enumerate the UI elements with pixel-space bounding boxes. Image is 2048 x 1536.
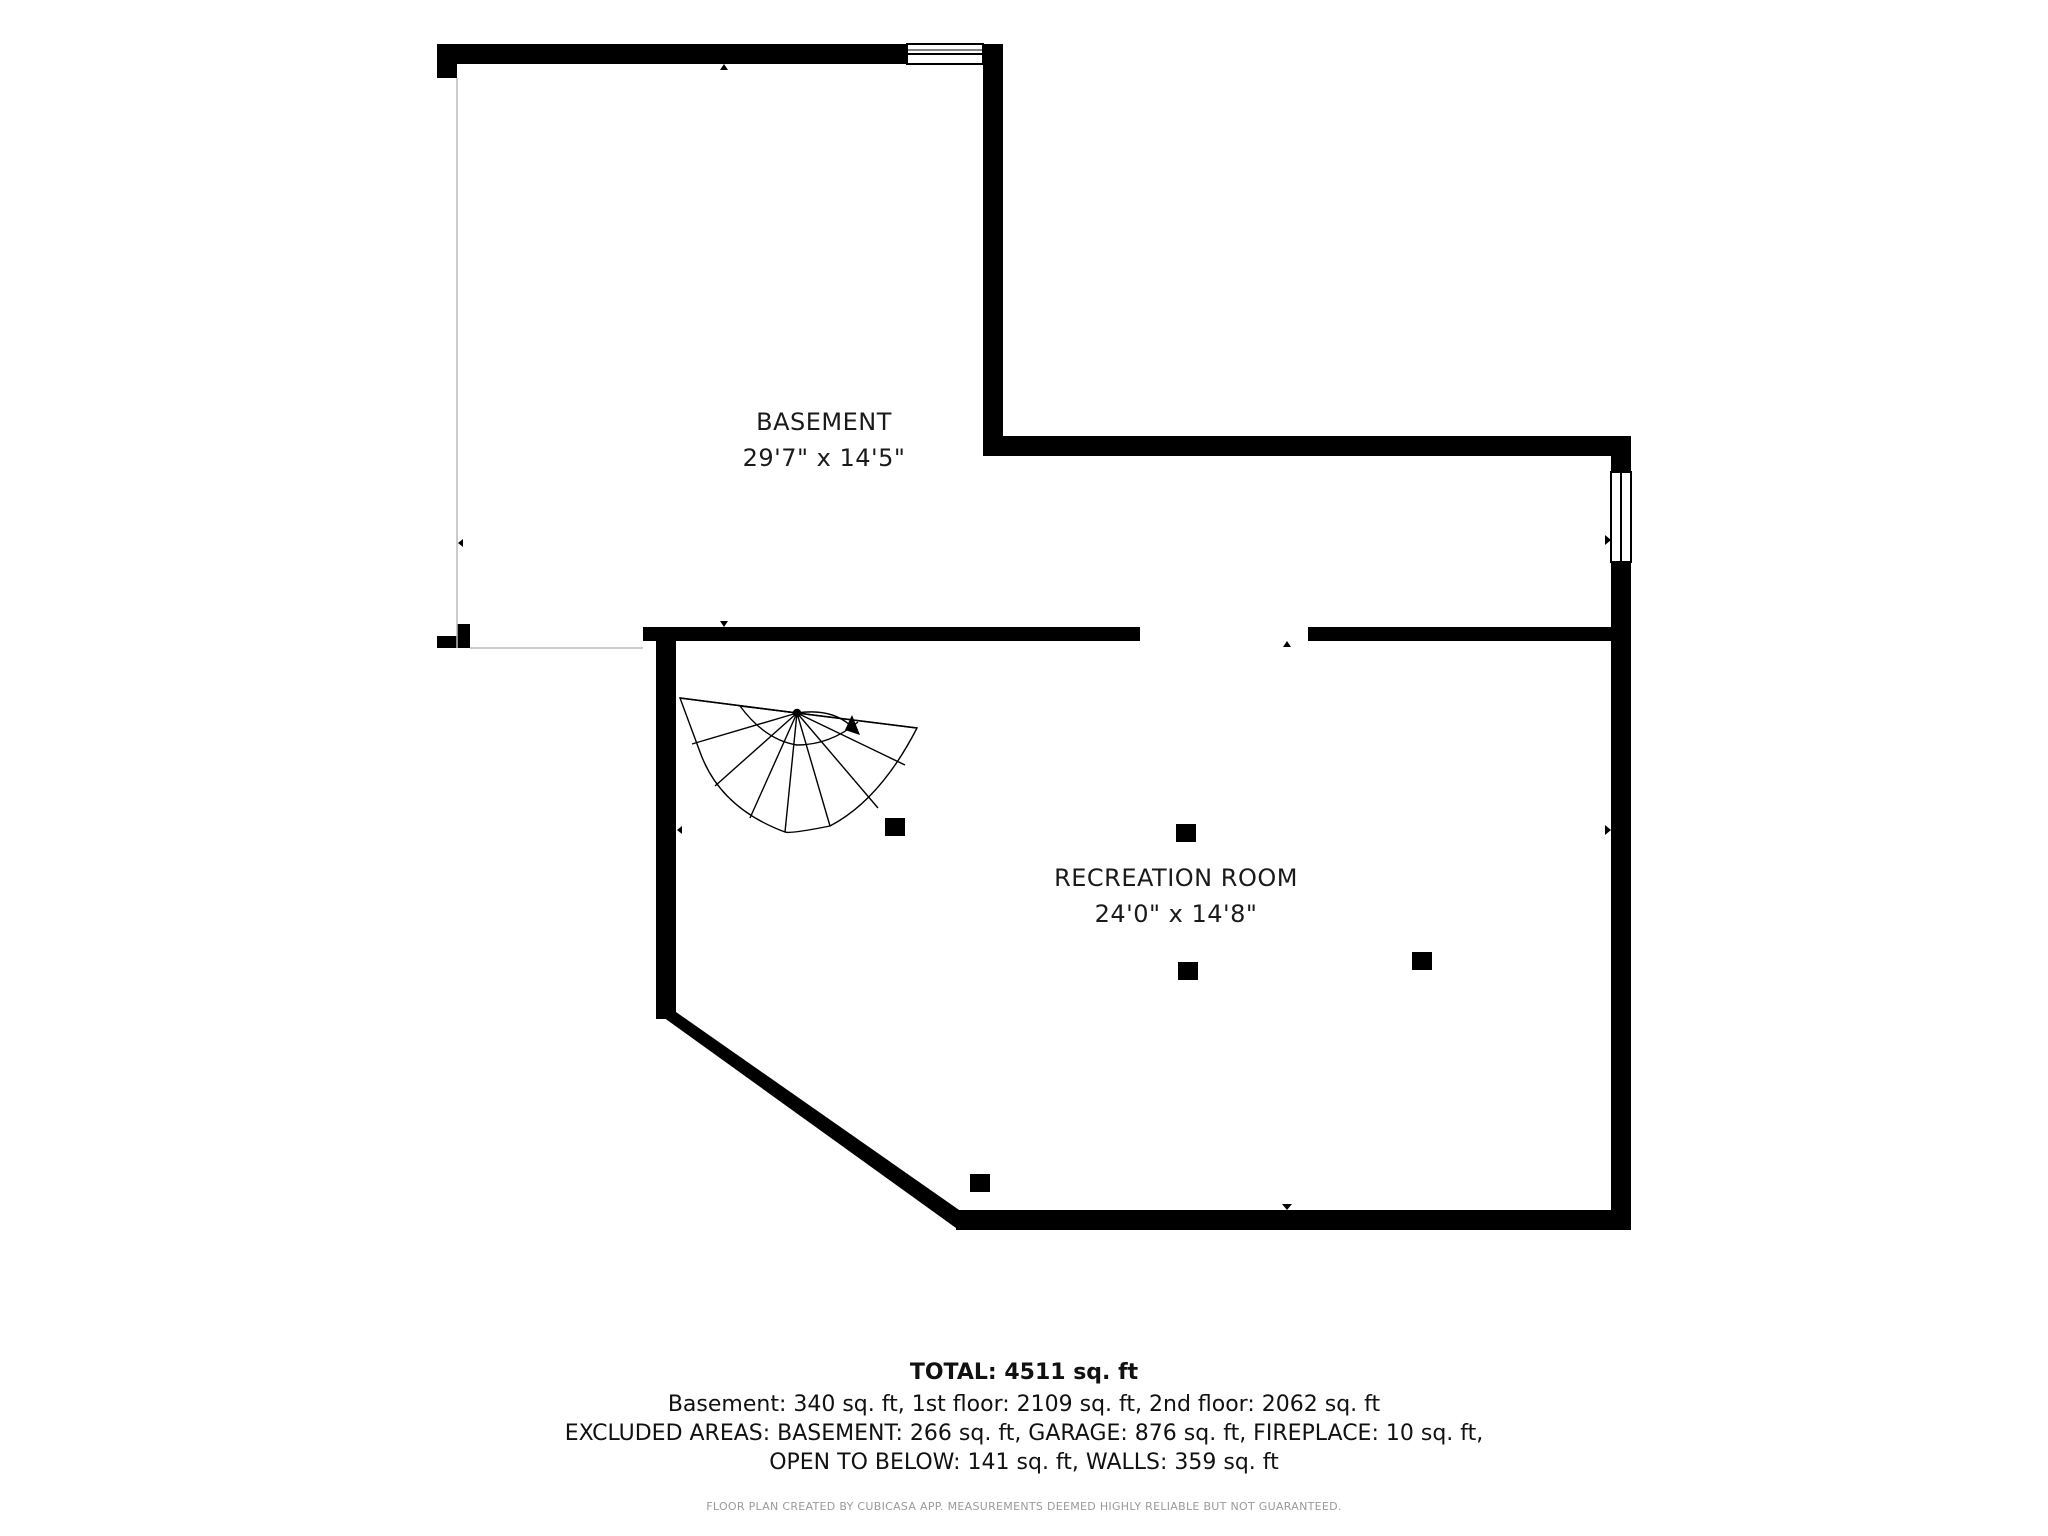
divider-wall-right <box>1308 627 1624 641</box>
basement-room-dims: 29'7" x 14'5" <box>743 444 906 472</box>
marker-rec-left <box>677 826 682 834</box>
marker-bottom <box>1282 1204 1292 1210</box>
walls <box>437 43 1632 1230</box>
basement-right-wall <box>983 44 1003 456</box>
basement-room-name: BASEMENT <box>756 408 892 436</box>
stair-arrow <box>796 711 851 726</box>
columns <box>885 818 1432 1192</box>
spiral-staircase <box>678 697 919 834</box>
marker-divider-right <box>1283 641 1291 647</box>
right-wall-upper <box>1611 436 1631 472</box>
right-wall-lower <box>1611 562 1631 1228</box>
open-boundaries <box>456 78 643 649</box>
marker-right-upper <box>1605 535 1611 545</box>
excluded-areas-cont: OPEN TO BELOW: 141 sq. ft, WALLS: 359 sq… <box>769 1450 1279 1475</box>
step-wall <box>983 436 1631 456</box>
recreation-room-name: RECREATION ROOM <box>1054 864 1298 892</box>
rec-diagonal-wall <box>656 1012 962 1228</box>
basement-top-wall <box>437 44 907 64</box>
rec-left-wall <box>656 627 676 1019</box>
wall-markers <box>458 64 1611 1210</box>
marker-top <box>720 64 728 70</box>
column-3 <box>1178 962 1198 980</box>
stair-outline <box>678 697 919 834</box>
column-4 <box>1412 952 1432 970</box>
rec-bottom-wall <box>956 1210 1631 1230</box>
column-2 <box>1176 824 1196 842</box>
marker-divider <box>720 621 728 627</box>
basement-bottom-left-stub <box>437 624 470 648</box>
basement-top-left-stub <box>437 44 457 78</box>
credit-note: FLOOR PLAN CREATED BY CUBICASA APP. MEAS… <box>706 1500 1342 1513</box>
marker-left <box>458 539 463 547</box>
total-area: TOTAL: 4511 sq. ft <box>909 1360 1139 1385</box>
recreation-room-dims: 24'0" x 14'8" <box>1095 900 1258 928</box>
divider-wall-left <box>643 627 1140 641</box>
column-1 <box>885 818 905 836</box>
column-5 <box>970 1174 990 1192</box>
stair-arrow-head <box>845 715 860 735</box>
floor-areas: Basement: 340 sq. ft, 1st floor: 2109 sq… <box>667 1392 1381 1417</box>
marker-rec-right <box>1605 825 1611 835</box>
excluded-areas: EXCLUDED AREAS: BASEMENT: 266 sq. ft, GA… <box>564 1421 1484 1446</box>
